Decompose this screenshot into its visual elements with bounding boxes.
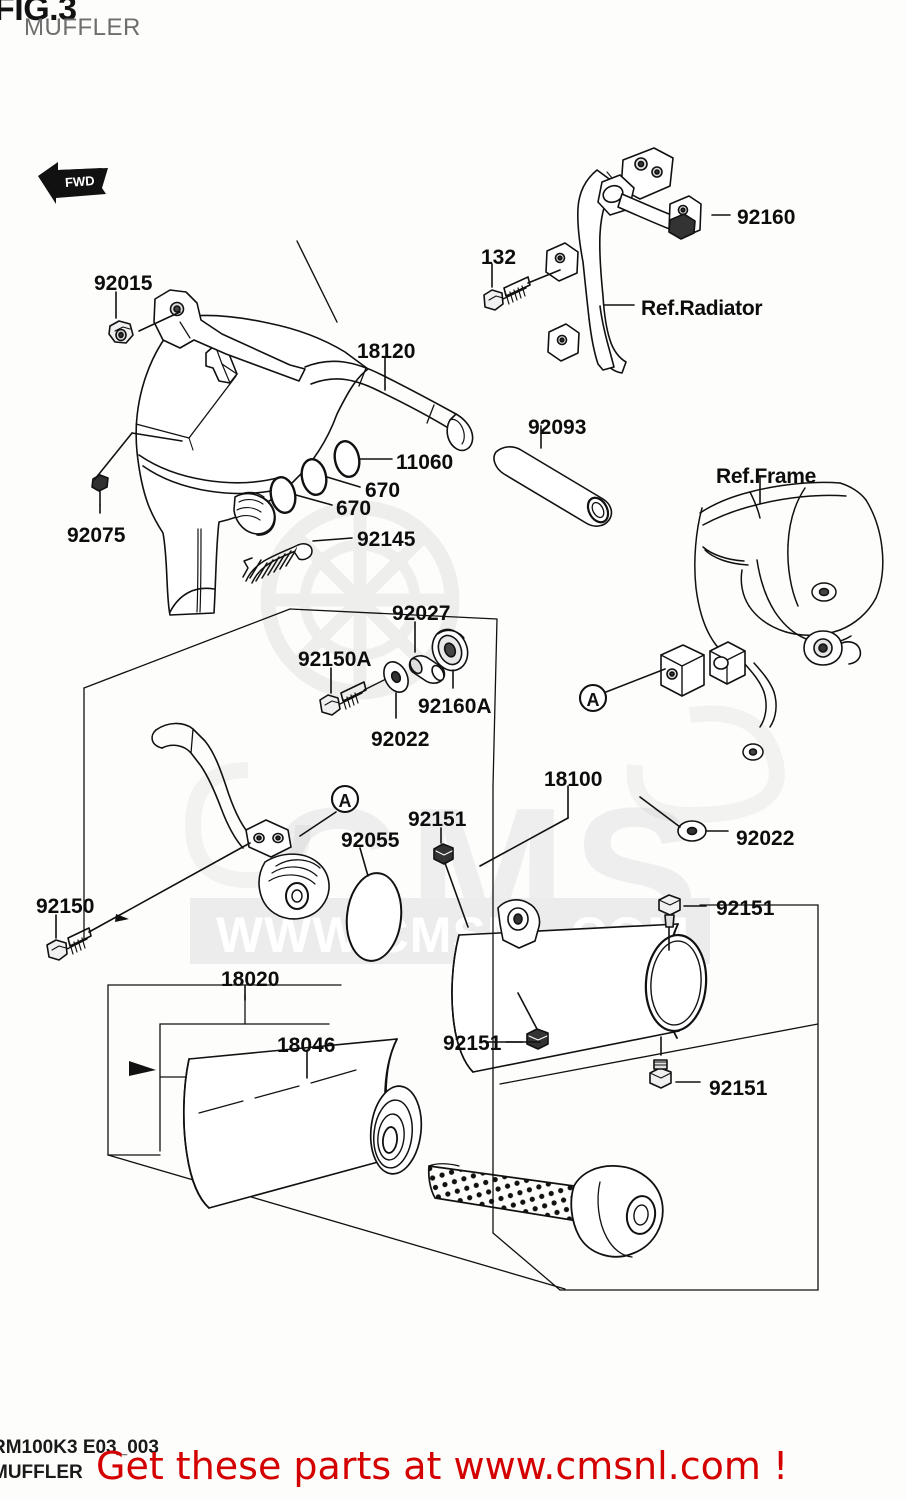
- fwd-arrow-icon: FWD: [38, 162, 108, 204]
- callout-label-92160[interactable]: 92160: [737, 206, 796, 229]
- callout-label-18100[interactable]: 18100: [544, 768, 603, 791]
- callout-label-92027[interactable]: 92027: [392, 602, 451, 625]
- figure-subtitle: MUFFLER: [24, 14, 141, 41]
- callout-label-92151[interactable]: 92151: [408, 808, 467, 831]
- promo-link[interactable]: Get these parts at www.cmsnl.com !: [96, 1444, 789, 1488]
- callout-label-92055[interactable]: 92055: [341, 829, 400, 852]
- callout-label-92160a[interactable]: 92160A: [418, 695, 492, 718]
- callout-label-92075[interactable]: 92075: [67, 524, 126, 547]
- callout-label-92022[interactable]: 92022: [736, 827, 795, 850]
- svg-text:A: A: [339, 791, 352, 811]
- svg-text:A: A: [587, 690, 600, 710]
- callout-label-92145[interactable]: 92145: [357, 528, 416, 551]
- callout-label-11060[interactable]: 11060: [396, 451, 454, 474]
- callout-label-18120[interactable]: 18120: [357, 340, 416, 363]
- callout-label-18020[interactable]: 18020: [221, 968, 280, 991]
- callout-label-92150[interactable]: 92150: [36, 895, 95, 918]
- callout-label-132[interactable]: 132: [481, 246, 517, 269]
- callout-label-18046[interactable]: 18046: [277, 1034, 336, 1057]
- callout-label-670[interactable]: 670: [336, 497, 372, 520]
- figure-number: FIG.3: [0, 0, 77, 28]
- callout-label-92022[interactable]: 92022: [371, 728, 430, 751]
- callout-label-ref-radiator[interactable]: Ref.Radiator: [641, 297, 763, 320]
- callout-label-92151[interactable]: 92151: [443, 1032, 502, 1055]
- callout-label-92093[interactable]: 92093: [528, 416, 587, 439]
- callout-label-670[interactable]: 670: [365, 479, 401, 502]
- callout-label-92015[interactable]: 92015: [94, 272, 153, 295]
- footer-section-name: MUFFLER: [0, 1462, 83, 1483]
- callout-label-92150a[interactable]: 92150A: [298, 648, 372, 671]
- callout-label-ref-frame[interactable]: Ref.Frame: [716, 465, 817, 488]
- svg-text:FWD: FWD: [65, 173, 96, 190]
- footer-catalog-code: RM100K3 E03_003: [0, 1437, 159, 1458]
- callout-label-92151[interactable]: 92151: [716, 897, 775, 920]
- callout-label-92151[interactable]: 92151: [709, 1077, 768, 1100]
